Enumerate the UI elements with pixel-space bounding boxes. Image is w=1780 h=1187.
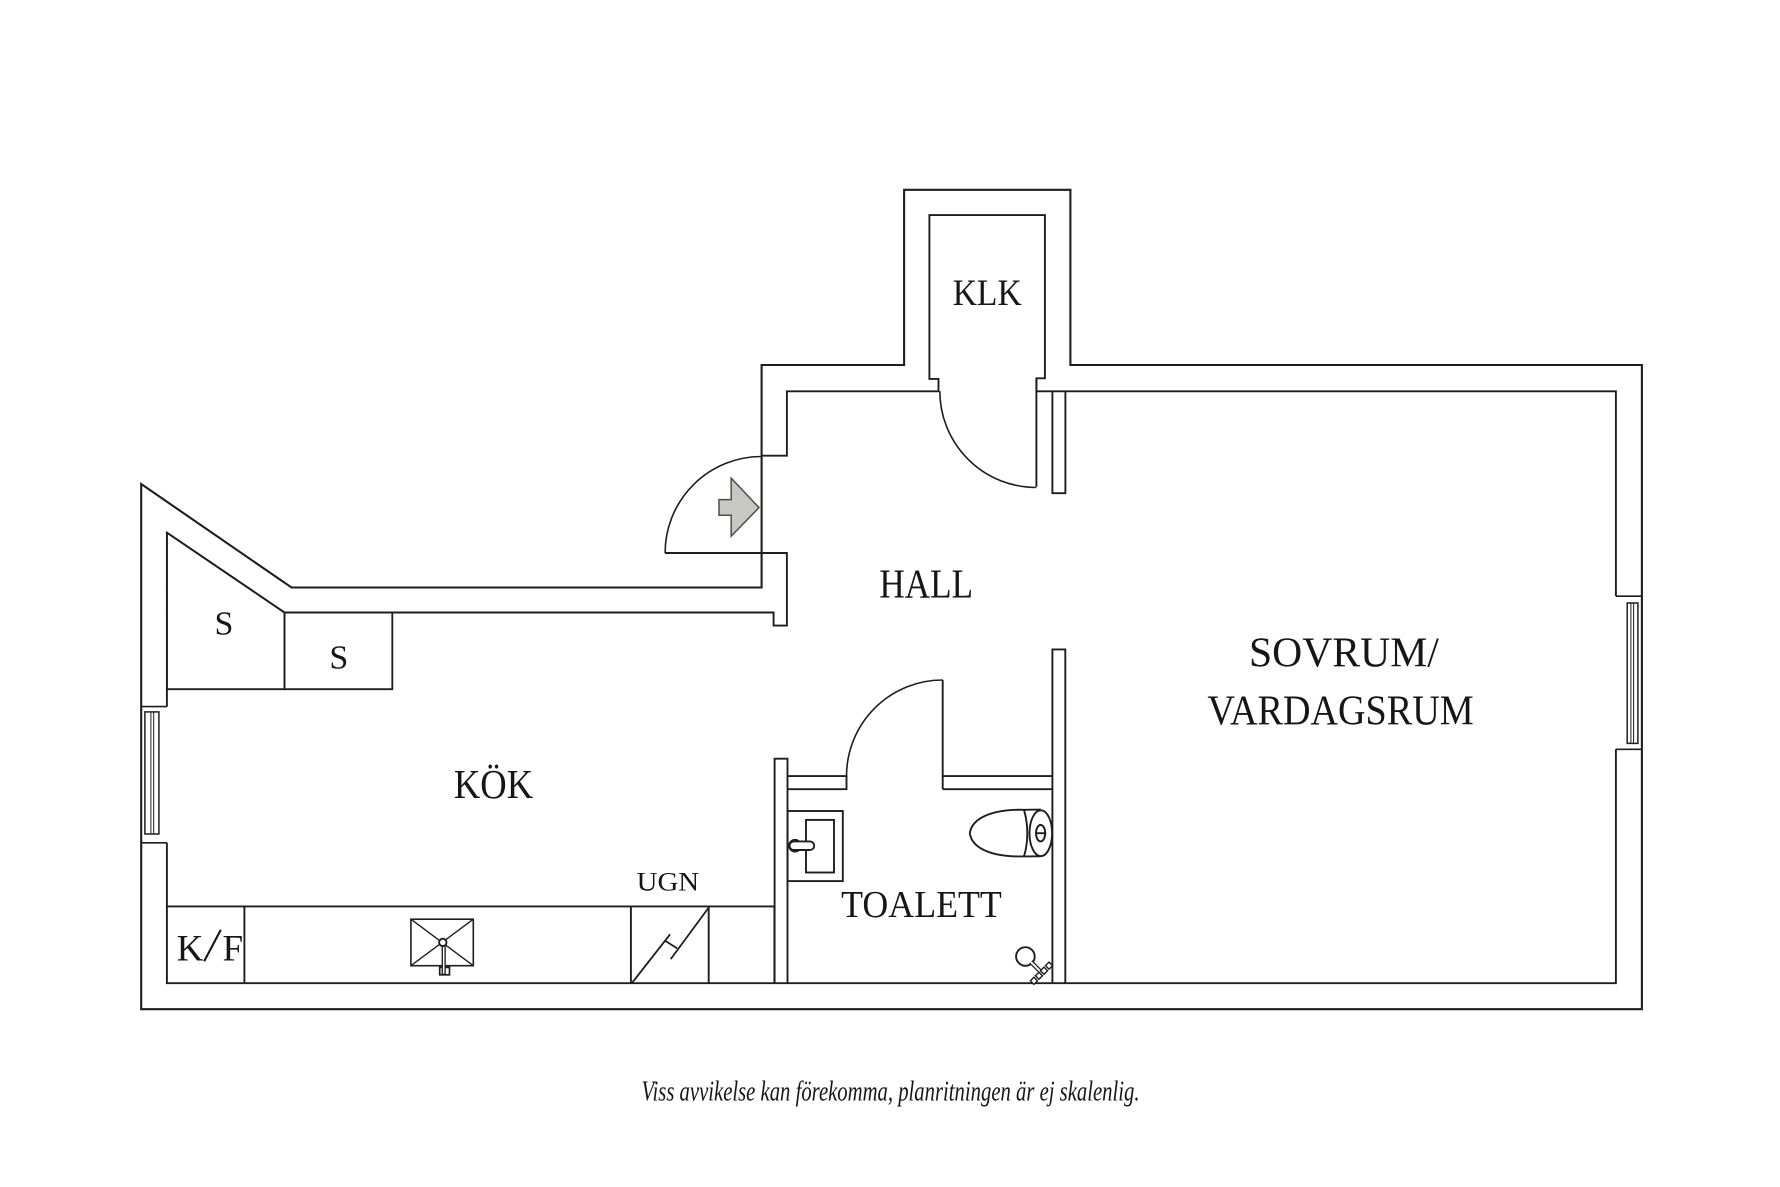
svg-text:K: K [177,929,204,970]
svg-text:KLK: KLK [953,273,1022,314]
svg-text:TOALETT: TOALETT [841,884,1002,926]
svg-text:UGN: UGN [637,867,700,896]
svg-text:VARDAGSRUM: VARDAGSRUM [1207,688,1473,735]
svg-text:SOVRUM/: SOVRUM/ [1249,629,1439,676]
svg-text:KÖK: KÖK [454,761,534,807]
svg-text:Viss avvikelse kan förekomma,: Viss avvikelse kan förekomma, planritnin… [641,1077,1139,1108]
svg-text:S: S [329,639,348,676]
svg-text:HALL: HALL [879,560,973,606]
svg-text:S: S [215,605,234,642]
svg-text:F: F [223,929,244,970]
